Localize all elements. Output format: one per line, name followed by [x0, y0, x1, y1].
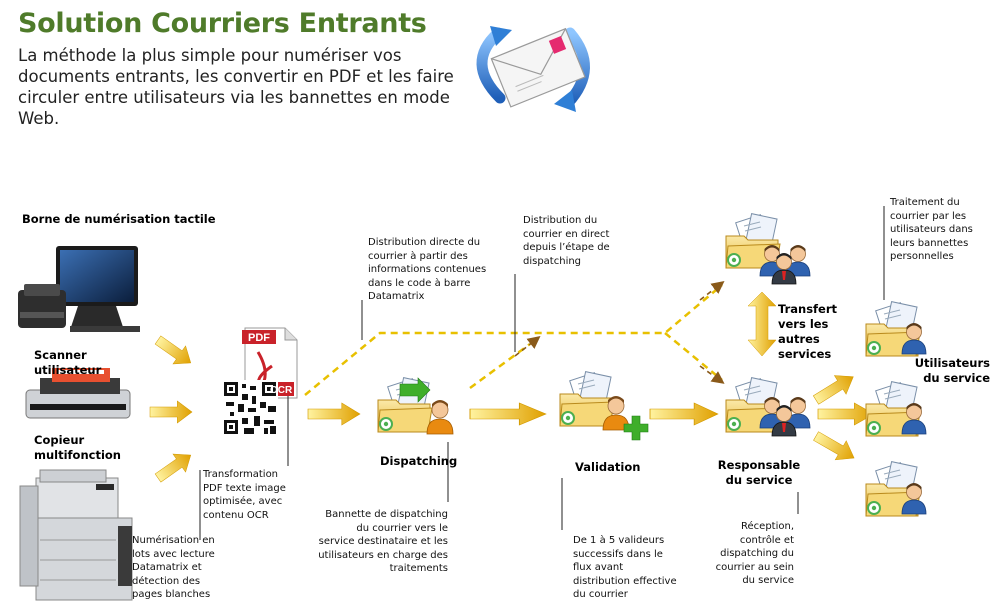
envelope-cycle-icon — [482, 26, 585, 112]
arrow-validation-to-responsable — [650, 403, 718, 425]
responsable-folder-icon — [726, 378, 810, 436]
label-transfert: Transfert vers les autres services — [778, 302, 858, 362]
validation-folder-icon — [560, 372, 648, 440]
arrow-pdf-to-dispatching — [308, 403, 360, 425]
note-bannette: Bannette de dispatching du courrier vers… — [318, 508, 448, 576]
dashed-arrow-heads — [515, 283, 722, 382]
arrow-scanner-to-pdf — [150, 401, 192, 423]
transfer-double-arrow — [748, 292, 776, 356]
label-utilisateurs: Utilisateurs du service — [914, 356, 990, 386]
label-validation: Validation — [575, 460, 640, 475]
transfer-services-folder-icon — [726, 214, 810, 284]
label-dispatching: Dispatching — [380, 454, 457, 469]
touch-kiosk-icon — [18, 246, 140, 332]
pdf-label: PDF — [248, 332, 270, 344]
label-scanner: Scanner utilisateur — [34, 348, 104, 378]
user-folder-icon-3 — [866, 462, 926, 516]
note-distribution-directe: Distribution directe du courrier à parti… — [368, 236, 496, 304]
user-folder-icon-1 — [866, 302, 926, 356]
note-distribution-direct: Distribution du courrier en direct depui… — [523, 214, 633, 268]
note-reception: Réception, contrôle et dispatching du co… — [710, 520, 794, 588]
dispatching-folder-icon — [378, 378, 453, 434]
copier-icon — [20, 470, 132, 600]
pdf-ocr-document-icon — [222, 328, 297, 436]
note-transformation: Transformation PDF texte image optimisée… — [203, 468, 289, 522]
label-responsable: Responsable du service — [716, 458, 802, 488]
arrow-responsable-to-user-3 — [811, 426, 860, 467]
user-folder-icon-2 — [866, 382, 926, 436]
note-traitement: Traitement du courrier par les utilisate… — [890, 196, 980, 264]
arrow-responsable-to-user-1 — [810, 367, 859, 409]
arrow-kiosk-to-pdf — [152, 331, 197, 372]
label-borne: Borne de numérisation tactile — [22, 212, 216, 227]
arrow-dispatching-to-validation — [470, 403, 546, 425]
ocr-label: OCR — [270, 385, 293, 396]
arrow-copier-to-pdf — [152, 446, 197, 487]
note-valideurs: De 1 à 5 valideurs successifs dans le fl… — [573, 534, 683, 602]
label-copieur: Copieur multifonction — [34, 433, 114, 463]
note-numerisation: Numérisation en lots avec lecture Datama… — [132, 534, 224, 602]
